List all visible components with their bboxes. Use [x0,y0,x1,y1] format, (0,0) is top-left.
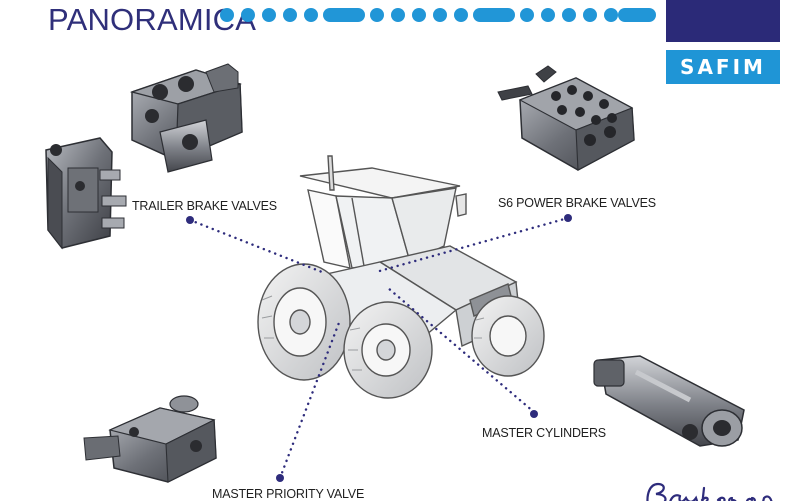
leader-master-cylinders [386,286,536,414]
master-priority-valve-icon [83,395,217,483]
anchor-dot-master-priority [276,474,284,482]
decor-dot [412,8,426,22]
decor-dot [262,8,276,22]
decorative-dot-strip [220,8,660,22]
decor-dot [220,8,234,22]
decor-dot [604,8,618,22]
label-master-priority-valve: MASTER PRIORITY VALVE [212,487,365,501]
tractor-illustration [257,155,545,399]
signature-script-icon [646,482,773,501]
decor-dash [618,8,656,22]
anchor-dot-master-cylinders [530,410,538,418]
decor-dot [283,8,297,22]
label-s6-power-brake-valves: S6 POWER BRAKE VALVES [498,196,656,210]
decor-dot [241,8,255,22]
label-trailer-brake-valves: TRAILER BRAKE VALVES [132,199,277,213]
callout-anchor-dots [186,214,572,482]
master-cylinder-icon [593,355,745,447]
logo-text: SAFIM [680,55,766,79]
decor-dash [323,8,365,22]
s6-power-brake-valve-icon [497,65,635,171]
decor-dot [562,8,576,22]
decor-dot [304,8,318,22]
decor-dot [583,8,597,22]
leader-trailer [188,218,324,274]
decor-dot [520,8,534,22]
decor-dot [370,8,384,22]
label-master-cylinders: MASTER CYLINDERS [482,426,606,440]
trailer-brake-valve-icon [129,63,243,173]
anchor-dot-s6 [564,214,572,222]
brand-header-block [666,0,780,42]
decor-dot [454,8,468,22]
safim-logo: SAFIM [666,50,780,84]
decor-dot [391,8,405,22]
brakes-on-signature [640,476,800,501]
decor-dash [473,8,515,22]
trailer-brake-valve-secondary-icon [45,137,127,250]
leader-master-priority [278,318,342,480]
decor-dot [433,8,447,22]
decor-dot [541,8,555,22]
anchor-dot-trailer [186,216,194,224]
callout-leader-lines [188,216,570,480]
